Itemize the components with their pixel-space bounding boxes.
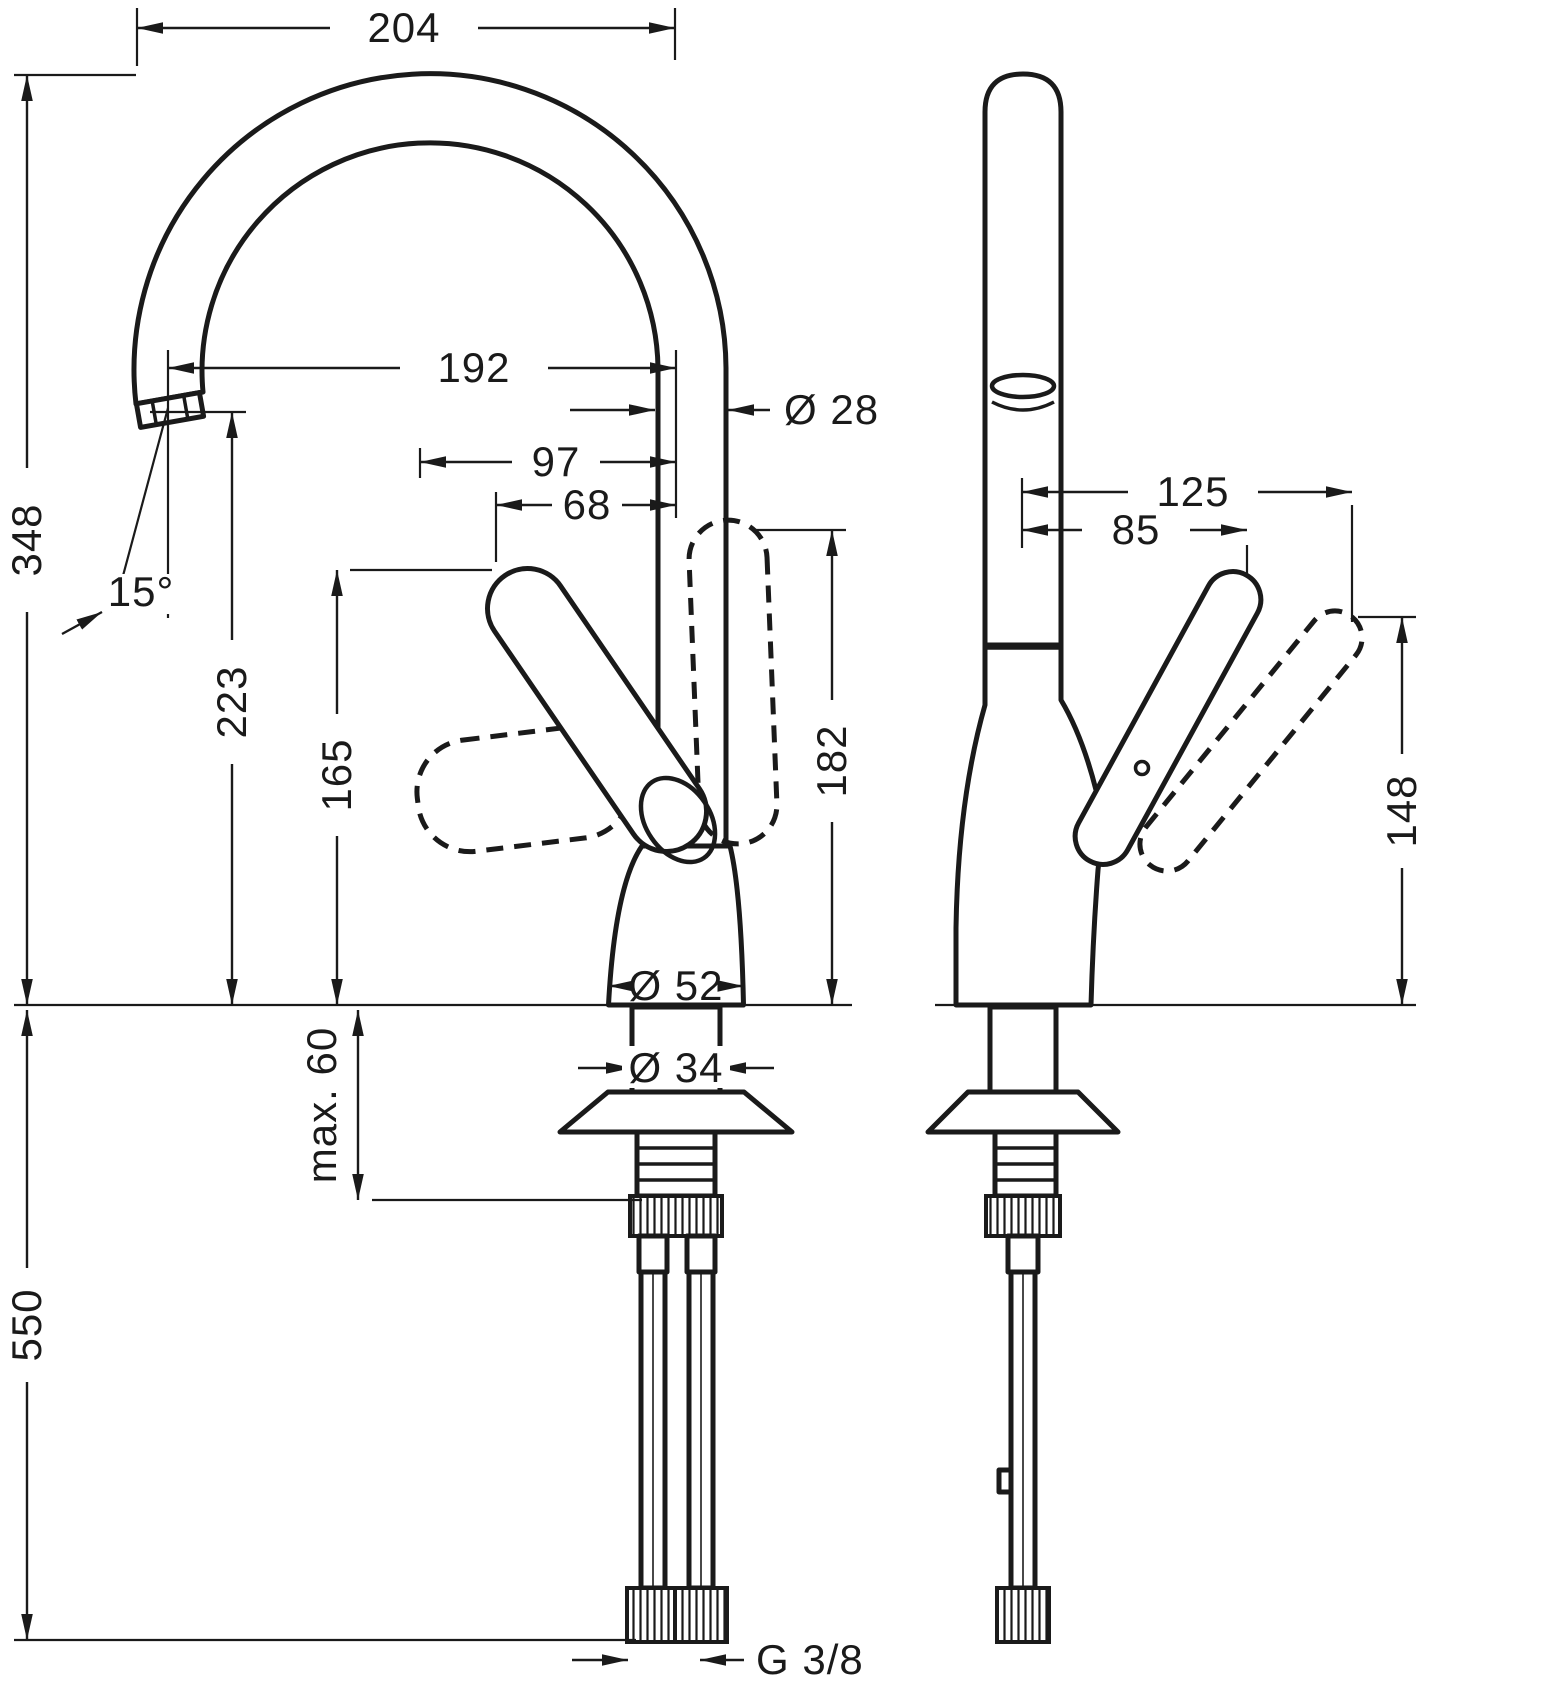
dim-68: 68 [496,481,676,528]
hose-fitting-side [1005,1233,1041,1275]
dimensions-front: 204 192 Ø 28 97 68 [3,4,879,1683]
dim-52-label: Ø 52 [628,962,723,1009]
faucet-body-side [953,642,1103,1008]
dim-165: 165 [313,570,360,1005]
dim-15-label: 15° [108,568,175,615]
dim-g38: G 3/8 [572,1636,864,1683]
dim-max60: max. 60 [298,1010,364,1200]
dimensions-side: 125 85 148 [935,468,1425,1007]
dim-348: 348 [3,75,50,1005]
riser-pipe-side [982,71,1064,651]
dim-182: 182 [808,530,855,1005]
label-bg [112,574,170,614]
dim-34: Ø 34 [578,1044,774,1091]
dim-85-label: 85 [1112,506,1161,553]
dim-348-label: 348 [3,503,50,576]
mounting-nut-side [984,1194,1062,1238]
dim-204-label: 204 [367,4,440,51]
mounting-side [925,1004,1121,1644]
front-view [131,71,795,1644]
handle-pivot-cap [638,775,718,865]
label-bg [622,1046,730,1088]
dim-15deg: 15° [61,407,175,636]
dim-97: 97 [420,438,676,485]
dim-28: Ø 28 [570,386,879,433]
handle-side [1072,569,1264,867]
handle-screw [1133,759,1151,777]
dim-550: 550 [3,1010,50,1640]
dim-223-label: 223 [208,665,255,738]
angle-arrow [61,610,103,636]
dim-148: 148 [1378,617,1425,1005]
aerator-line [181,395,190,420]
mounting-neck-side [987,1004,1059,1095]
dim-125: 125 [1022,468,1352,515]
dim-125-label: 125 [1156,468,1229,515]
dim-34-label: Ø 34 [628,1044,723,1091]
dim-550-label: 550 [3,1288,50,1361]
hose-connector-side [995,1586,1051,1644]
escutcheon-side [925,1089,1121,1135]
escutcheon-front [557,1089,795,1135]
hose-connector-right [673,1586,729,1644]
dim-g38-label: G 3/8 [756,1636,864,1683]
aerator-side [989,372,1057,400]
hose-connector-left [625,1586,681,1644]
hose-clip-side [996,1467,1014,1495]
dim-max60-label: max. 60 [298,1027,345,1183]
dim-85: 85 [1022,506,1247,553]
handle-ghost-up [686,517,780,847]
dim-165-label: 165 [313,738,360,811]
dim-192: 192 [168,344,676,391]
dim-28-label: Ø 28 [784,386,879,433]
dim-192-label: 192 [437,344,510,391]
side-view [925,71,1365,1644]
dim-182-label: 182 [808,724,855,797]
handle-ghost-left [414,723,634,855]
hose-fitting-left [636,1233,670,1275]
aerator-side-curve [991,400,1055,412]
dim-97-label: 97 [532,438,581,485]
mounting-front [557,1004,795,1644]
dim-52: Ø 52 [608,962,744,1009]
dim-68-label: 68 [563,481,612,528]
dim-148-label: 148 [1378,774,1425,847]
dim-223: 223 [208,412,255,1005]
dim-204: 204 [137,4,675,51]
mounting-nut-front [628,1194,724,1238]
hose-fitting-right [684,1233,718,1275]
faucet-body-front [606,843,746,1008]
